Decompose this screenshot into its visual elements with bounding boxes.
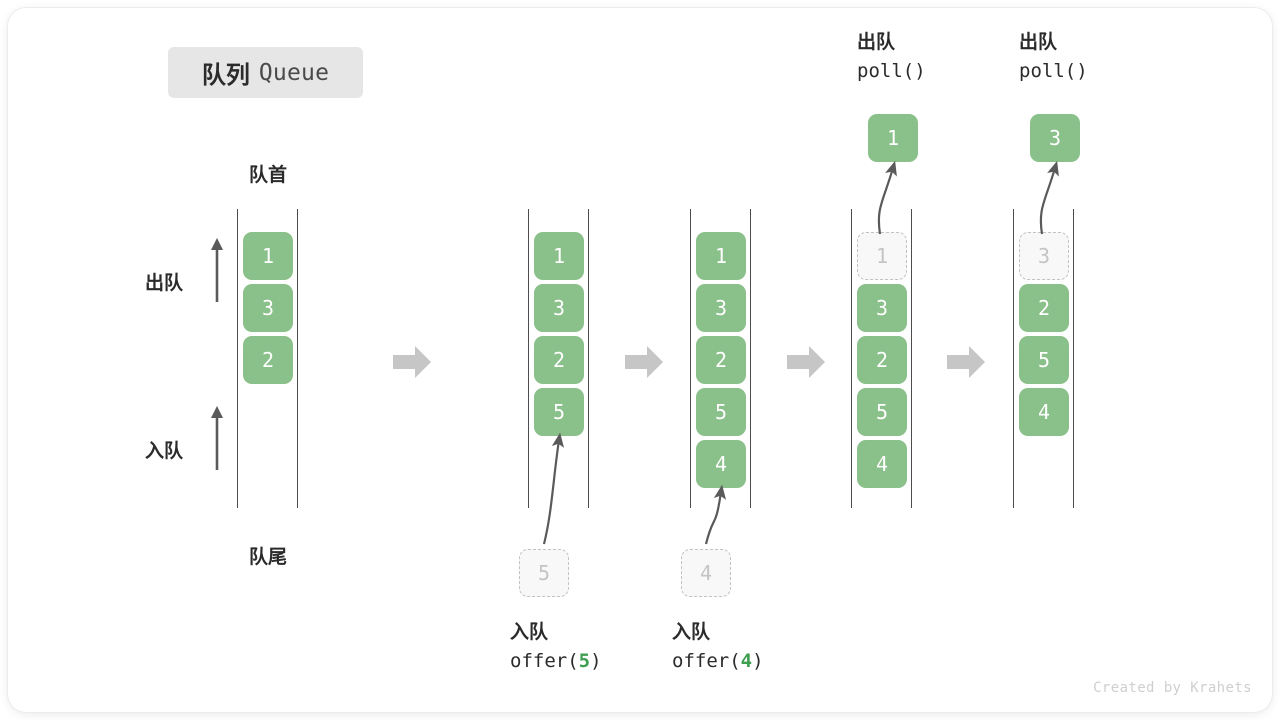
queue-element-box: 3 — [243, 284, 293, 332]
operation-caption-poll-3: 出队 poll() — [1019, 28, 1088, 87]
queue-tail-label: 队尾 — [248, 547, 287, 568]
diagram-title-badge: 队列 Queue — [168, 47, 363, 98]
queue-element-box: 3 — [534, 284, 584, 332]
credit-text: Created by Krahets — [1093, 680, 1252, 696]
operation-argument: 5 — [578, 650, 591, 673]
dequeue-up-arrow-icon — [211, 238, 223, 302]
queue-rail-left — [851, 209, 852, 508]
queue-rail-left — [1013, 209, 1014, 508]
queue-element-box: 1 — [243, 232, 293, 280]
queue-element-box: 5 — [696, 388, 746, 436]
operation-caption-cn: 出队 — [1019, 32, 1058, 53]
title-cn: 队列 — [201, 62, 250, 89]
queue-element-box: 2 — [243, 336, 293, 384]
dequeue-direction-label: 出队 — [145, 273, 184, 294]
queue-rail-right — [588, 209, 589, 508]
queue-rail-right — [1073, 209, 1074, 508]
operation-caption-code: poll() — [857, 60, 926, 83]
incoming-ghost-box: 4 — [681, 549, 731, 597]
operation-caption-cn: 入队 — [510, 622, 549, 643]
queue-element-box: 2 — [1019, 284, 1069, 332]
operation-caption-cn: 出队 — [857, 32, 896, 53]
queue-element-box: 1 — [534, 232, 584, 280]
queue-element-box: 2 — [857, 336, 907, 384]
queue-element-box: 5 — [1019, 336, 1069, 384]
operation-argument: 4 — [740, 650, 753, 673]
operation-caption-code: offer(5) — [510, 650, 602, 673]
enqueue-up-arrow-icon — [211, 406, 223, 470]
operation-caption-code: poll() — [1019, 60, 1088, 83]
title-en: Queue — [258, 59, 330, 86]
queue-rail-left — [528, 209, 529, 508]
queue-rail-left — [690, 209, 691, 508]
popped-element-box: 3 — [1030, 114, 1080, 162]
operation-caption-code: offer(4) — [672, 650, 764, 673]
step-separator-arrow-icon — [623, 341, 665, 383]
operation-caption-offer-4: 入队 offer(4) — [672, 618, 764, 677]
queue-element-box: 4 — [857, 440, 907, 488]
queue-element-box: 2 — [696, 336, 746, 384]
step-separator-arrow-icon — [391, 341, 433, 383]
queue-rail-right — [911, 209, 912, 508]
queue-rail-left — [237, 209, 238, 508]
queue-rail-right — [750, 209, 751, 508]
popped-element-box: 1 — [868, 114, 918, 162]
queue-element-box: 3 — [696, 284, 746, 332]
queue-rail-right — [297, 209, 298, 508]
step-separator-arrow-icon — [785, 341, 827, 383]
queue-head-label: 队首 — [248, 165, 287, 186]
operation-caption-poll-1: 出队 poll() — [857, 28, 926, 87]
queue-element-box: 2 — [534, 336, 584, 384]
incoming-ghost-box: 5 — [519, 549, 569, 597]
enqueue-direction-label: 入队 — [145, 441, 184, 462]
queue-element-box: 4 — [1019, 388, 1069, 436]
operation-caption-offer-5: 入队 offer(5) — [510, 618, 602, 677]
operation-caption-cn: 入队 — [672, 622, 711, 643]
queue-element-box: 5 — [857, 388, 907, 436]
queue-ghost-box: 1 — [857, 232, 907, 280]
queue-element-box: 3 — [857, 284, 907, 332]
step-separator-arrow-icon — [945, 341, 987, 383]
queue-element-box: 4 — [696, 440, 746, 488]
queue-ghost-box: 3 — [1019, 232, 1069, 280]
queue-element-box: 1 — [696, 232, 746, 280]
queue-element-box: 5 — [534, 388, 584, 436]
